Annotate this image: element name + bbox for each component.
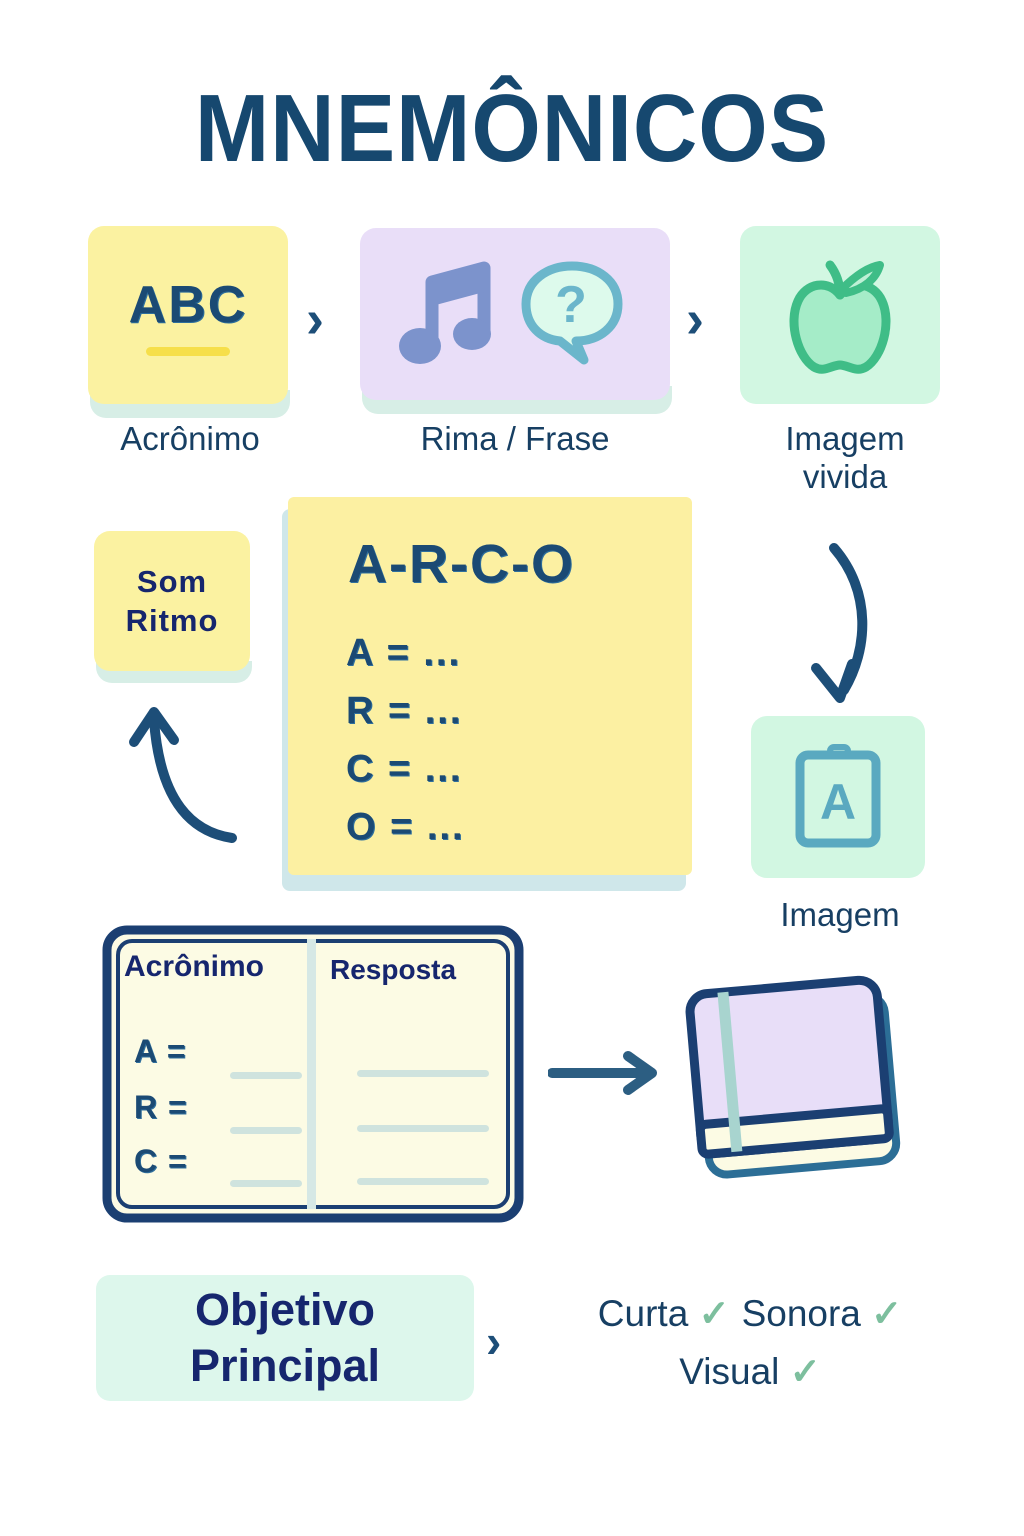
- card-imagem-flashcard: A: [751, 716, 925, 878]
- notebook-outline: [102, 925, 524, 1223]
- notebook-blank-right-1: [357, 1070, 489, 1077]
- apple-icon: [789, 260, 891, 374]
- goal-text: Objetivo Principal: [190, 1282, 380, 1394]
- notebook-row-label-c: C =: [134, 1143, 188, 1179]
- tag-sonora: Sonora ✓: [742, 1293, 903, 1334]
- sticky-note-face: [288, 497, 692, 875]
- question-speech-bubble-icon: ?: [521, 261, 623, 365]
- curved-arrow-up-left-icon: [129, 707, 237, 843]
- notebook-blank-left-3: [230, 1180, 302, 1187]
- caption-acronimo: Acrônimo: [120, 420, 260, 457]
- note-line-a: A = ...: [346, 632, 462, 674]
- goal-line-2: Principal: [189, 1340, 381, 1391]
- notebook-row-label-r: R =: [134, 1089, 188, 1125]
- chevron-right-icon-1: ›: [306, 289, 324, 349]
- note-line-c: C = ...: [346, 748, 463, 790]
- caption-line-2: vivida: [802, 458, 888, 495]
- curved-arrow-down-right-icon: [811, 543, 868, 703]
- notebook-blank-right-2: [357, 1125, 489, 1132]
- card-imagem-vivida: [740, 226, 940, 404]
- notebook-blank-left-1: [230, 1072, 302, 1079]
- caption-imagem-vivida: Imagem vivida: [740, 420, 950, 496]
- caption-rima-frase: Rima / Frase: [420, 420, 610, 457]
- notebook-row-label-a: A =: [134, 1033, 187, 1069]
- flashcard-letter-a-icon: A: [795, 744, 881, 848]
- goal-tags: Curta ✓Sonora ✓ Visual ✓: [520, 1285, 980, 1401]
- note-title-arco: A-R-C-O: [348, 534, 575, 594]
- goal-line-1: Objetivo: [194, 1284, 375, 1335]
- chevron-right-icon-3: ›: [486, 1315, 502, 1367]
- arrow-right-icon: [548, 1051, 657, 1095]
- closed-notebook-icon: [676, 968, 920, 1184]
- card-som-ritmo: Som Ritmo: [94, 531, 252, 683]
- notebook-blank-right-3: [357, 1178, 489, 1185]
- note-line-r: R = ...: [346, 690, 463, 732]
- notebook-col-header-acronimo: Acrônimo: [124, 950, 265, 983]
- card-rima-face: ?: [360, 228, 670, 400]
- tag-visual: Visual ✓: [520, 1343, 980, 1401]
- card-acronym-face: ABC: [88, 226, 288, 404]
- music-note-icon: [399, 261, 491, 364]
- svg-text:?: ?: [555, 276, 587, 334]
- som-label: Som: [136, 564, 208, 599]
- check-icon-sonora: ✓: [871, 1293, 903, 1334]
- check-icon-curta: ✓: [698, 1293, 730, 1334]
- card-apple-face: [740, 226, 940, 404]
- card-som-face: Som Ritmo: [94, 531, 250, 671]
- page-title: MNEMÔNICOS: [194, 75, 830, 182]
- ritmo-label: Ritmo: [125, 603, 219, 638]
- chevron-right-icon-2: ›: [686, 289, 704, 349]
- tag-curta: Curta ✓: [598, 1293, 730, 1334]
- flashcard-letter: A: [820, 774, 856, 830]
- tag-visual-label: Visual: [679, 1351, 780, 1392]
- goal-box: Objetivo Principal: [96, 1275, 474, 1401]
- card-acronym: ABC: [88, 226, 290, 418]
- caption-line-1: Imagem: [785, 420, 905, 457]
- notebook-blank-left-2: [230, 1127, 302, 1134]
- closed-notebook-shape: [685, 975, 901, 1179]
- caption-imagem: Imagem: [780, 896, 900, 933]
- note-line-o: O = ...: [346, 806, 465, 848]
- open-notebook-table: Acrônimo Resposta A = R = C =: [102, 925, 524, 1223]
- notebook-col-header-resposta: Resposta: [330, 954, 457, 985]
- tag-sonora-label: Sonora: [741, 1293, 861, 1334]
- card-rima-frase: ?: [360, 228, 672, 414]
- check-icon-visual: ✓: [789, 1351, 821, 1392]
- underline-accent: [146, 346, 230, 356]
- sticky-note-arco: A-R-C-O A = ... R = ... C = ... O = ...: [282, 497, 692, 891]
- abc-letters-icon: ABC: [128, 275, 248, 334]
- tag-curta-label: Curta: [597, 1293, 689, 1334]
- card-flash-face: A: [751, 716, 925, 878]
